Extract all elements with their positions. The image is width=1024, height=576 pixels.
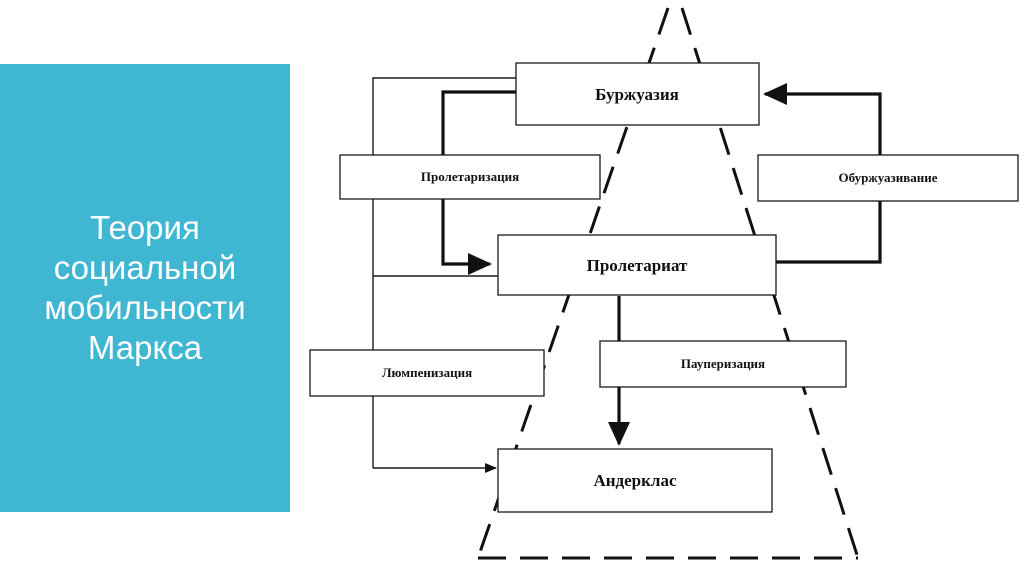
process-lumpenization-label: Люмпенизация — [382, 365, 472, 380]
node-proletariat-label: Пролетариат — [587, 256, 688, 275]
title-line: социальной — [53, 249, 237, 286]
slide-title: Теория социальной мобильности Маркса — [44, 208, 245, 368]
process-embourgeoisement-label: Обуржуазивание — [838, 170, 937, 185]
title-panel: Теория социальной мобильности Маркса — [0, 64, 290, 512]
title-line: Маркса — [87, 329, 203, 366]
node-bourgeoisie-label: Буржуазия — [595, 85, 679, 104]
node-underclass: Андерклас — [497, 448, 773, 513]
process-proletarianization-label: Пролетаризация — [421, 169, 519, 184]
process-lumpenization: Люмпенизация — [309, 349, 545, 397]
process-pauperization-label: Пауперизация — [681, 356, 765, 371]
node-proletariat: Пролетариат — [497, 234, 777, 296]
title-line: Теория — [90, 209, 200, 246]
node-bourgeoisie: Буржуазия — [515, 62, 760, 126]
node-underclass-label: Андерклас — [593, 471, 677, 490]
process-proletarianization: Пролетаризация — [339, 154, 601, 200]
title-line: мобильности — [44, 289, 246, 326]
process-pauperization: Пауперизация — [599, 340, 847, 388]
process-embourgeoisement: Обуржуазивание — [757, 154, 1019, 202]
lumpenization-connector — [372, 77, 516, 468]
